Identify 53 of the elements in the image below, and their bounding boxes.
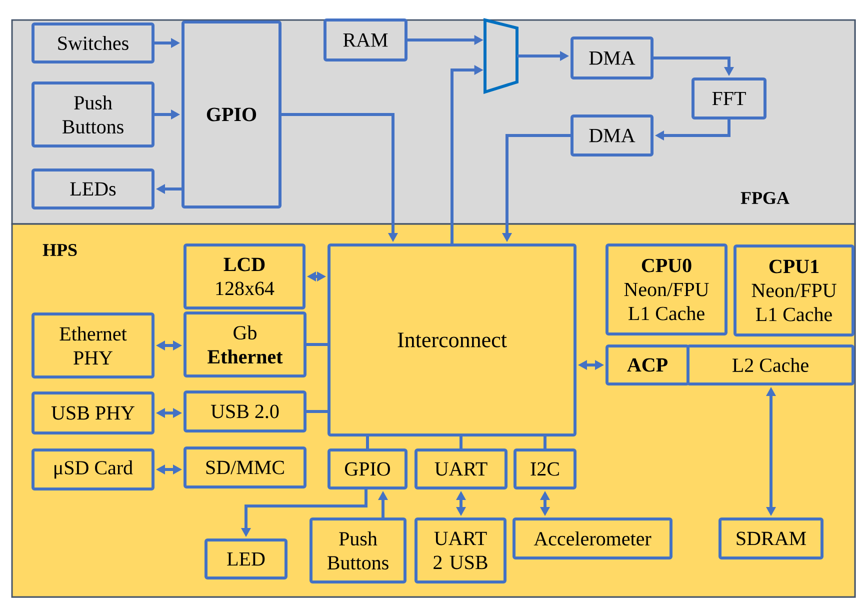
block-box: FFT [692,78,766,120]
block-box: LCD 128x64 [184,244,306,310]
block-box: SDRAM [718,518,824,560]
arrow [378,491,388,518]
connector-line [544,436,546,448]
block-box: UART 2 USB [414,518,506,584]
arrow [766,387,776,516]
block-box: Accelerometer [512,518,672,560]
block-box: CPU1 Neon/FPU L1 Cache [734,244,854,336]
block-box: USB 2.0 [184,390,306,432]
block-box: L2 Cache [686,344,854,386]
block-box: USB PHY [32,392,154,434]
block-box: Switches [32,22,154,64]
arrow [502,134,570,242]
block-box: ACP [606,344,690,386]
connector-line [306,410,328,413]
block-box: GPIO [328,448,408,490]
arrow [540,491,550,516]
arrow [456,491,466,516]
block-box: UART [414,448,508,490]
block-box: SD/MMC [184,446,306,488]
block-box: GPIO [182,20,282,208]
block-box: Interconnect [328,244,576,436]
arrow [655,120,730,140]
block-box: I2C [514,448,576,490]
block-box: DMA [570,36,654,80]
block-box: Push Buttons [32,82,154,148]
arrow [282,113,398,242]
block-box: LED [204,538,288,580]
block-box: CPU0 Neon/FPU L1 Cache [606,244,728,336]
arrow [156,184,182,194]
arrow [578,360,604,370]
arrow [241,490,368,537]
arrow [517,51,569,61]
connector-line [306,343,328,346]
arrow [450,65,484,244]
arrow [154,110,180,120]
arrow [154,38,180,48]
block-box: RAM [324,18,408,62]
block-box: DMA [570,114,654,156]
block-box: Gb Ethernet [184,312,306,378]
arrow [307,272,326,282]
arrow [156,464,182,474]
block-box: Ethernet PHY [32,312,154,378]
arrow [156,340,182,350]
arrow [408,35,484,45]
block-box: LEDs [32,168,154,210]
arrow [654,56,734,76]
block-box: Push Buttons [310,518,406,584]
connector-line [460,436,462,448]
connector-line [366,436,369,448]
arrow [156,408,182,418]
block-box: μSD Card [32,448,154,490]
